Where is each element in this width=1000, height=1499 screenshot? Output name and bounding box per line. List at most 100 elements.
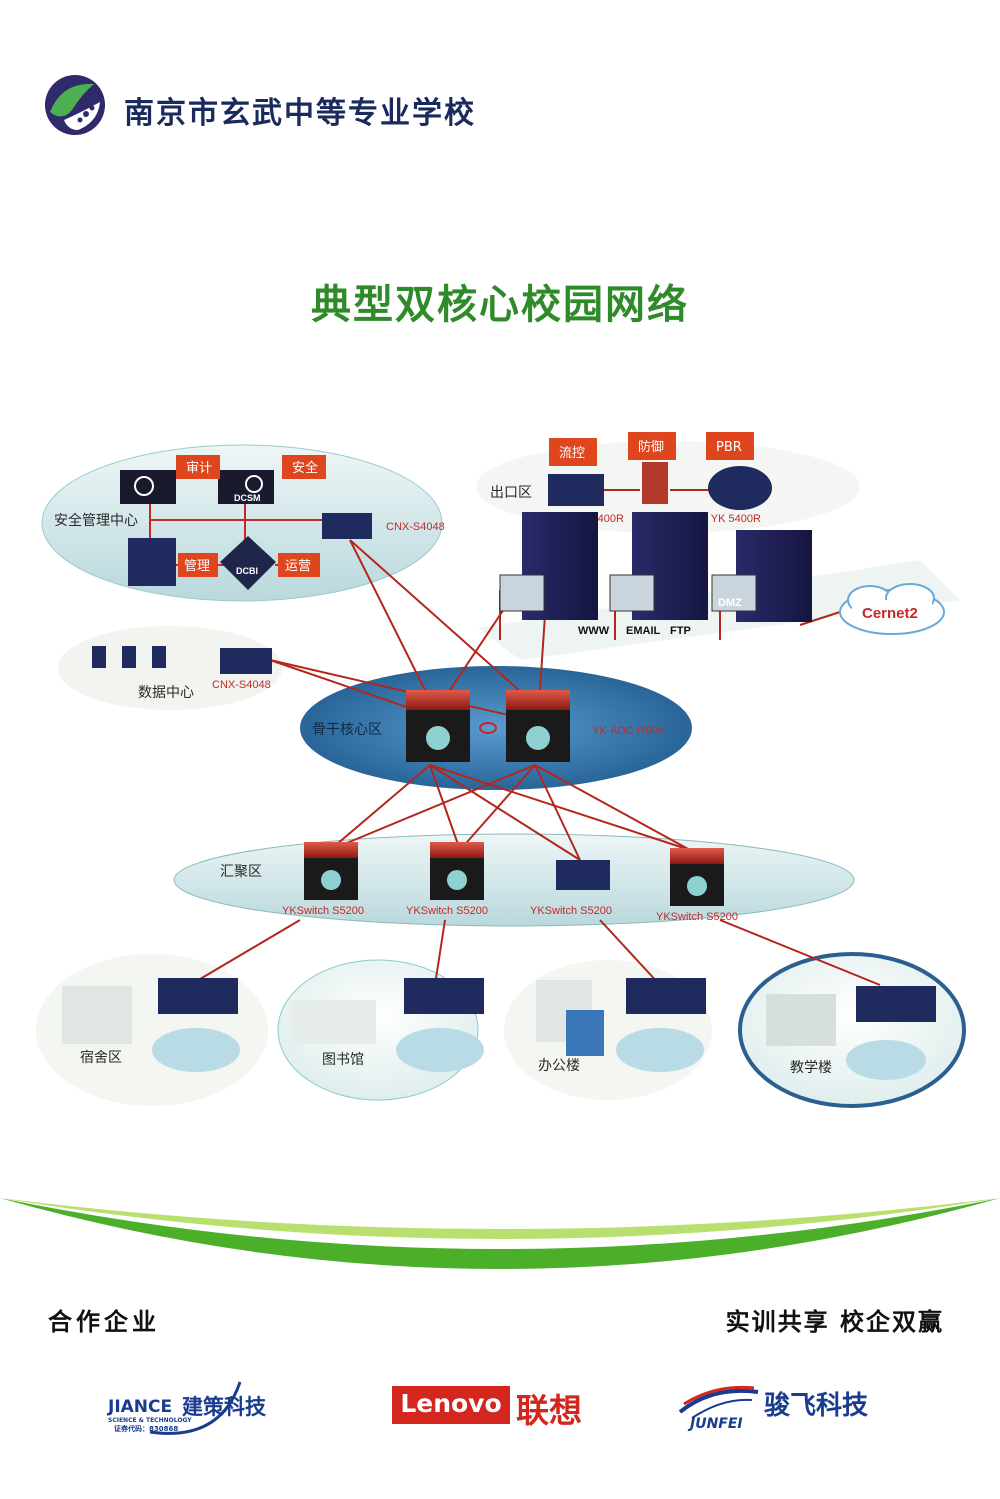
- teaching-switch: [856, 986, 936, 1022]
- dcbi-label: DCBI: [236, 566, 258, 576]
- dcbi-device: [220, 536, 276, 590]
- agg-switch-1-top: [304, 842, 358, 858]
- cnx-label-datacenter: CNX-S4048: [212, 679, 271, 691]
- dorm-label: 宿舍区: [80, 1049, 122, 1066]
- jiance-brand: JIANCE: [107, 1397, 172, 1417]
- teaching-label: 教学楼: [790, 1060, 832, 1076]
- agg-label-4: YKSwitch S5200: [656, 911, 738, 923]
- magnifier-icon: [245, 475, 263, 493]
- backbone-links: [189, 489, 881, 986]
- core-zone-label: 骨干核心区: [312, 722, 382, 738]
- exit-right-label: DC YK 5400R: [692, 513, 761, 525]
- core-device-label: YK-ADC I7000: [592, 725, 664, 737]
- library-label: 图书馆: [322, 1052, 364, 1068]
- firewall-icon: [642, 462, 668, 504]
- audit-badge: [176, 455, 220, 479]
- junfei-logo: JUNFEI 骏飞科技: [678, 1385, 868, 1432]
- agg-label-3: YKSwitch S5200: [530, 905, 612, 917]
- operate-badge: [278, 553, 320, 577]
- pbr-badge: [706, 432, 754, 460]
- security-badge: [282, 455, 326, 479]
- monitor-icon: [609, 574, 655, 612]
- monitor-icon: [711, 574, 757, 612]
- library-cloud: [396, 1028, 484, 1072]
- magnifier-icon: [134, 476, 154, 496]
- lenovo-logo-cn: 联想: [516, 1391, 582, 1430]
- core-link: [479, 722, 497, 734]
- office-switch: [626, 978, 706, 1014]
- agg-switch-4-icon: [687, 876, 707, 896]
- manage-badge-label: 管理: [184, 559, 210, 574]
- datacenter-label: 数据中心: [138, 685, 194, 701]
- pbr-label: PBR: [716, 440, 742, 455]
- datacenter-zone: [58, 626, 282, 710]
- cernet2-cloud: [839, 583, 945, 635]
- audit-device: [120, 470, 176, 504]
- email-label: EMAIL: [626, 625, 661, 637]
- dorm-switch: [158, 978, 238, 1014]
- aggregation-label: 汇聚区: [220, 864, 262, 880]
- school-logo: [45, 75, 105, 135]
- rack-icon: [152, 646, 166, 668]
- agg-switch-4-top: [670, 848, 724, 864]
- network-diagram: DCSM DCBI CNX-S4048 审计 安全 管理 运营 安全管理中心 出…: [36, 432, 966, 1108]
- cnx-switch-security: [322, 513, 372, 539]
- www-label: WWW: [578, 625, 610, 637]
- core-switch-2-top: [506, 690, 570, 710]
- firewall-badge: [628, 432, 676, 460]
- lenovo-logo-en: Lenovo: [400, 1389, 502, 1418]
- core-switch-2-icon: [526, 726, 550, 750]
- school-name: 南京市玄武中等专业学校: [124, 96, 476, 131]
- page-title: 典型双核心校园网络: [311, 282, 689, 328]
- cernet2-label: Cernet2: [862, 605, 918, 622]
- dorm-building-icon: [62, 986, 132, 1044]
- dmz-label: DMZ: [718, 597, 742, 609]
- jiance-sub: SCIENCE & TECHNOLOGY: [108, 1417, 192, 1424]
- security-badge-label: 安全: [292, 460, 318, 476]
- office-label: 办公楼: [538, 1058, 580, 1074]
- agg-label-2: YKSwitch S5200: [406, 905, 488, 917]
- jiance-code: 证券代码：830868: [114, 1424, 178, 1433]
- teaching-building-icon: [766, 994, 836, 1046]
- dcsm-label: DCSM: [234, 493, 261, 503]
- manage-badge: [178, 553, 218, 577]
- audit-badge-label: 审计: [186, 461, 212, 476]
- agg-switch-2-top: [430, 842, 484, 858]
- ftp-label: FTP: [670, 625, 691, 637]
- manage-device: [128, 538, 176, 586]
- monitor-icon: [499, 574, 545, 612]
- cnx-switch-datacenter: [220, 648, 272, 674]
- jiance-logo: JIANCE 建策科技 SCIENCE & TECHNOLOGY 证券代码：83…: [107, 1381, 267, 1435]
- core-switch-1-top: [406, 690, 470, 710]
- exit-zone-label: 出口区: [490, 485, 532, 501]
- flow-control-device: [548, 474, 604, 506]
- library-switch: [404, 978, 484, 1014]
- junfei-en: JUNFEI: [687, 1416, 743, 1432]
- rack-icon: [122, 646, 136, 668]
- library-building-icon: [292, 1000, 376, 1044]
- slogan: 实训共享 校企双赢: [725, 1307, 944, 1336]
- security-zone-label: 安全管理中心: [54, 512, 138, 529]
- green-swoosh: [0, 1198, 1000, 1269]
- agg-switch-3: [556, 860, 610, 890]
- agg-label-1: YKSwitch S5200: [282, 905, 364, 917]
- jiance-cn: 建策科技: [182, 1395, 267, 1419]
- junfei-cn: 骏飞科技: [764, 1390, 868, 1421]
- rack-icon: [92, 646, 106, 668]
- cnx-label-security: CNX-S4048: [386, 521, 445, 533]
- dorm-cloud: [152, 1028, 240, 1072]
- office-tower-icon: [566, 1010, 604, 1056]
- agg-switch-2-icon: [447, 870, 467, 890]
- flow-control-badge: [549, 438, 597, 466]
- router-icon: [708, 466, 772, 510]
- office-cloud: [616, 1028, 704, 1072]
- aggregation-zone: [173, 833, 855, 927]
- core-switch-1-icon: [426, 726, 450, 750]
- firewall-label: 防御: [638, 439, 664, 455]
- agg-switch-1-icon: [321, 870, 341, 890]
- teaching-cloud: [846, 1040, 926, 1080]
- lenovo-logo-box: [392, 1386, 510, 1424]
- partners-label: 合作企业: [48, 1307, 160, 1336]
- flow-control-label: 流控: [559, 446, 585, 461]
- operate-badge-label: 运营: [285, 559, 311, 574]
